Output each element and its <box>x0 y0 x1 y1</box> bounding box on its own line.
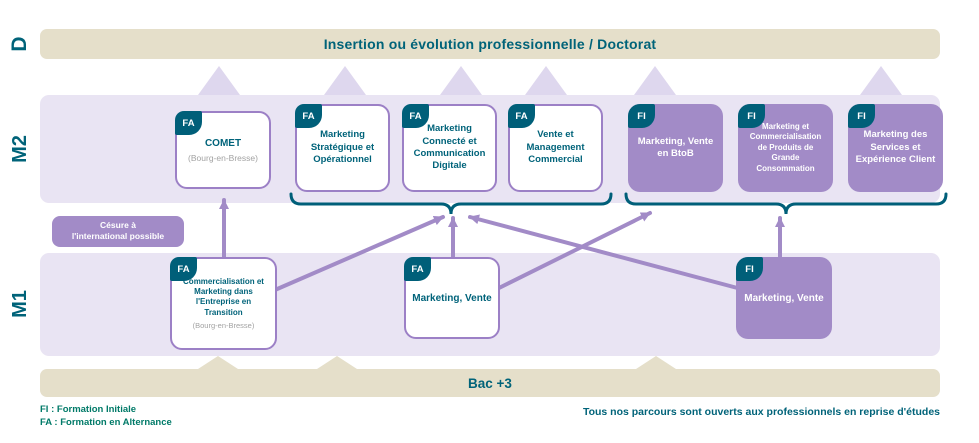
flow-triangle-up <box>525 66 567 95</box>
card-title: Marketing, Vente en BtoB <box>637 135 714 159</box>
card-title: Vente et Management Commercial <box>526 129 585 166</box>
flow-triangle-up <box>636 356 676 369</box>
card-title: Marketing, Vente <box>412 292 492 304</box>
flow-triangle-up <box>440 66 482 95</box>
card-title: Marketing Stratégique et Opérationnel <box>310 129 375 166</box>
fa-badge: FA <box>175 111 202 135</box>
card-title: Marketing Connecté et Communication Digi… <box>413 123 486 172</box>
bac3-band: Bac +3 <box>40 369 940 397</box>
m2-card-marketing-strategique: FA Marketing Stratégique et Opérationnel <box>295 104 390 192</box>
m2-card-vente-management: FA Vente et Management Commercial <box>508 104 603 192</box>
card-title: Commercialisation et Marketing dans l'En… <box>183 276 264 317</box>
fa-badge: FA <box>170 257 197 281</box>
m2-card-comet: FA COMET (Bourg-en-Bresse) <box>175 111 271 189</box>
flow-triangle-up <box>317 356 357 369</box>
bac3-band-title: Bac +3 <box>468 375 512 391</box>
m1-card-commercialisation-marketing-transition: FA Commercialisation et Marketing dans l… <box>170 257 277 350</box>
legend-fa: FA : Formation en Alternance <box>40 417 172 428</box>
fa-badge: FA <box>295 104 322 128</box>
fa-badge: FA <box>404 257 431 281</box>
card-title: Marketing des Services et Expérience Cli… <box>855 129 936 166</box>
card-title: Marketing et Commercialisation de Produi… <box>749 122 822 173</box>
cesure-line1: Césure à <box>100 220 136 230</box>
fi-badge: FI <box>738 104 765 128</box>
m2-card-marketing-services-experience: FI Marketing des Services et Expérience … <box>848 104 943 192</box>
flow-triangle-up <box>198 66 240 95</box>
flow-triangle-up <box>198 356 238 369</box>
m1-card-marketing-vente-fa: FA Marketing, Vente <box>404 257 500 339</box>
card-title: COMET <box>204 137 242 149</box>
card-title: Marketing, Vente <box>744 292 824 304</box>
fi-badge: FI <box>628 104 655 128</box>
card-subtitle: (Bourg-en-Bresse) <box>188 152 258 163</box>
level-label-m2: M2 <box>8 135 31 163</box>
footer-note: Tous nos parcours sont ouverts aux profe… <box>582 406 940 418</box>
legend-fi: FI : Formation Initiale <box>40 404 137 415</box>
cesure-international-badge: Césure à l'international possible <box>52 216 184 247</box>
cesure-line2: l'international possible <box>71 231 165 242</box>
m2-card-marketing-connecte: FA Marketing Connecté et Communication D… <box>402 104 497 192</box>
m1-card-marketing-vente-fi: FI Marketing, Vente <box>736 257 832 339</box>
doctorat-band-title: Insertion ou évolution professionnelle /… <box>323 36 657 52</box>
doctorat-band: Insertion ou évolution professionnelle /… <box>40 29 940 59</box>
level-label-m1: M1 <box>8 290 31 318</box>
flow-triangle-up <box>634 66 676 95</box>
fi-badge: FI <box>736 257 763 281</box>
fa-badge: FA <box>402 104 429 128</box>
m2-card-marketing-commercialisation-produits: FI Marketing et Commercialisation de Pro… <box>738 104 833 192</box>
level-label-doctorat: D <box>8 36 31 52</box>
flow-triangle-up <box>324 66 366 95</box>
fi-badge: FI <box>848 104 875 128</box>
fa-badge: FA <box>508 104 535 128</box>
m2-card-marketing-vente-btob: FI Marketing, Vente en BtoB <box>628 104 723 192</box>
flow-triangle-up <box>860 66 902 95</box>
card-subtitle: (Bourg-en-Bresse) <box>192 321 255 331</box>
